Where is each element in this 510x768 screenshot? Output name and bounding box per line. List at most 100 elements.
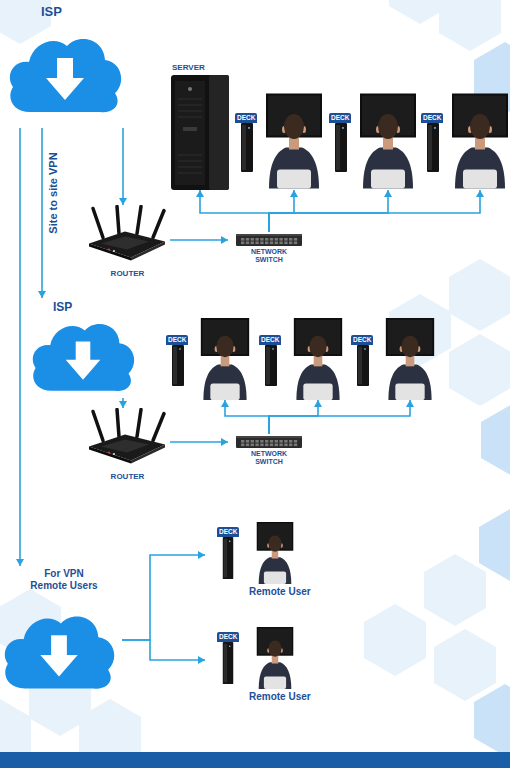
server-label: SERVER [172, 63, 205, 72]
ws-node: DECK [234, 92, 326, 190]
arrow-head [119, 198, 127, 205]
arrow-head [290, 190, 298, 197]
cloud-label: ISP [41, 4, 62, 19]
connector-arrow [269, 400, 322, 434]
switch-label: NETWORK SWITCH [244, 248, 294, 264]
ws-node: DECK [165, 318, 257, 400]
deck-device [170, 345, 186, 386]
arrow-head [119, 401, 127, 408]
connector-line [122, 128, 124, 205]
cloud-shape [0, 600, 118, 704]
remote-user-label: Remote User [249, 586, 311, 597]
person-at-monitor [264, 92, 324, 190]
cloud-node: ISP [5, 2, 125, 128]
connector-arrow [221, 400, 269, 434]
person-at-monitor [380, 318, 440, 400]
router-node: ROUTER [85, 205, 170, 291]
connector-line [170, 239, 228, 241]
remote-user-label: Remote User [249, 691, 311, 702]
deck-device [221, 642, 235, 684]
deck-tag: DECK [421, 113, 443, 123]
server-node: SERVER [168, 63, 232, 190]
connector-arrow [38, 128, 46, 298]
connector-arrow [170, 438, 228, 446]
server-tower [169, 75, 231, 190]
cloud-node: For VPN Remote Users [0, 566, 122, 706]
ws-node: DECK [328, 92, 420, 190]
deck-tag: DECK [329, 113, 351, 123]
person-at-monitor [450, 92, 510, 190]
ws-node: DECK [258, 318, 350, 400]
network-switch-icon [236, 436, 302, 448]
connector-arrow [119, 128, 127, 205]
deck-device [355, 345, 371, 386]
deck-tag: DECK [166, 335, 188, 345]
cloud-label: For VPN Remote Users [28, 568, 100, 592]
cloud-label: ISP [53, 300, 72, 314]
switch-label: NETWORK SWITCH [244, 450, 294, 466]
network-switch-icon [236, 234, 302, 246]
router-label: ROUTER [85, 269, 170, 278]
arrow-head [221, 438, 228, 446]
router-node: ROUTER [85, 408, 170, 486]
connector-line [19, 128, 21, 566]
deck-device [221, 537, 235, 579]
connector-line [41, 128, 43, 298]
connector-arrow [269, 190, 484, 232]
deck-device [263, 345, 279, 386]
ws-node: DECK [420, 92, 510, 190]
connector-arrow [196, 190, 269, 232]
arrow-head [384, 190, 392, 197]
connector-arrow [16, 128, 24, 566]
deck-tag: DECK [217, 527, 239, 537]
person-at-monitor [247, 627, 303, 689]
deck-device [333, 123, 349, 172]
switch-node: NETWORK SWITCH [228, 434, 310, 468]
connector-arrow [119, 398, 127, 408]
arrow-head [38, 291, 46, 298]
arrow-head [196, 190, 204, 197]
connector-line [225, 400, 269, 434]
connector-line [269, 400, 410, 434]
cloud-shape [5, 22, 125, 128]
connector-line [170, 441, 228, 443]
connector-line [269, 400, 318, 434]
connector-line [269, 190, 480, 232]
deck-tag: DECK [259, 335, 281, 345]
router-icon [87, 408, 167, 464]
edge-label: Site to site VPN [46, 152, 58, 233]
deck-tag: DECK [351, 335, 373, 345]
deck-device [425, 123, 441, 172]
connector-arrow [269, 190, 298, 232]
remote-node: DECK Remote User [205, 627, 330, 707]
deck-device [239, 123, 255, 172]
connector-arrow [122, 640, 205, 664]
connector-line [122, 640, 205, 660]
arrow-head [406, 400, 414, 407]
cloud-shape [28, 316, 138, 398]
arrow-head [476, 190, 484, 197]
switch-node: NETWORK SWITCH [228, 232, 310, 266]
connector-arrow [269, 400, 414, 434]
person-at-monitor [288, 318, 348, 400]
connector-arrow [170, 236, 228, 244]
remote-node: DECK Remote User [205, 522, 330, 602]
connector-line [200, 190, 269, 232]
arrow-head [221, 400, 229, 407]
arrow-head [198, 551, 205, 559]
connector-line [269, 190, 388, 232]
person-at-monitor [195, 318, 255, 400]
router-label: ROUTER [85, 472, 170, 481]
cloud-node: ISP [28, 298, 138, 398]
arrow-head [16, 559, 24, 566]
connector-line [122, 555, 205, 640]
arrow-head [314, 400, 322, 407]
deck-tag: DECK [217, 632, 239, 642]
person-at-monitor [247, 522, 303, 584]
arrow-head [221, 236, 228, 244]
ws-node: DECK [350, 318, 442, 400]
deck-tag: DECK [235, 113, 257, 123]
person-at-monitor [358, 92, 418, 190]
connector-line [269, 190, 294, 232]
